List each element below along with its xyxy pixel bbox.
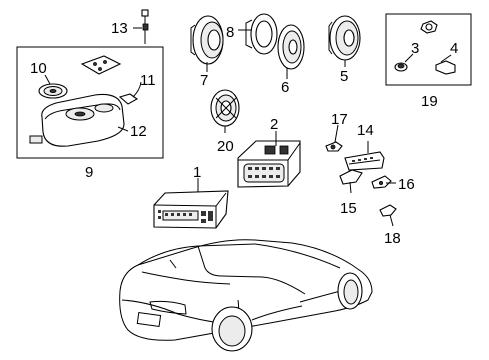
mount-bracket-lower-drawing bbox=[339, 169, 363, 194]
part-number-11: 11 bbox=[140, 72, 156, 89]
mount-bracket-bottom-drawing bbox=[379, 204, 397, 227]
part-number-12: 12 bbox=[130, 123, 147, 140]
part-number-8: 8 bbox=[226, 24, 234, 41]
front-speaker-drawing bbox=[190, 15, 224, 72]
door-speaker-drawing bbox=[277, 24, 305, 79]
subwoofer-group-drawing bbox=[29, 55, 142, 147]
part-number-4: 4 bbox=[450, 40, 458, 57]
part-number-15: 15 bbox=[340, 200, 357, 217]
part-number-1: 1 bbox=[193, 164, 201, 181]
part-number-10: 10 bbox=[30, 60, 47, 77]
part-number-5: 5 bbox=[340, 68, 348, 85]
antenna-rod-drawing bbox=[133, 9, 149, 44]
part-number-9: 9 bbox=[85, 164, 93, 181]
mount-clip-drawing bbox=[325, 124, 343, 152]
part-number-2: 2 bbox=[270, 116, 278, 133]
part-number-20: 20 bbox=[217, 138, 234, 155]
part-number-6: 6 bbox=[281, 79, 289, 96]
part-number-3: 3 bbox=[411, 40, 419, 57]
audio-control-unit-drawing bbox=[237, 131, 301, 188]
tweeter-speaker-drawing bbox=[210, 89, 240, 133]
part-number-7: 7 bbox=[200, 72, 208, 89]
tweeter-group-box bbox=[385, 13, 472, 86]
amplifier-drawing bbox=[344, 141, 385, 171]
speaker-bracket-drawing bbox=[238, 13, 278, 55]
subwoofer-group-box bbox=[16, 46, 164, 159]
tweeter-parts-drawing bbox=[394, 20, 456, 75]
part-number-13: 13 bbox=[111, 20, 128, 37]
rear-speaker-drawing bbox=[328, 15, 361, 67]
part-number-14: 14 bbox=[357, 122, 374, 139]
part-number-16: 16 bbox=[398, 176, 415, 193]
radio-receiver-drawing bbox=[153, 178, 229, 229]
part-number-18: 18 bbox=[384, 230, 401, 247]
part-number-19: 19 bbox=[421, 93, 438, 110]
car-body-drawing bbox=[119, 239, 373, 352]
mount-bracket-right-drawing bbox=[371, 175, 396, 189]
part-number-17: 17 bbox=[331, 111, 348, 128]
